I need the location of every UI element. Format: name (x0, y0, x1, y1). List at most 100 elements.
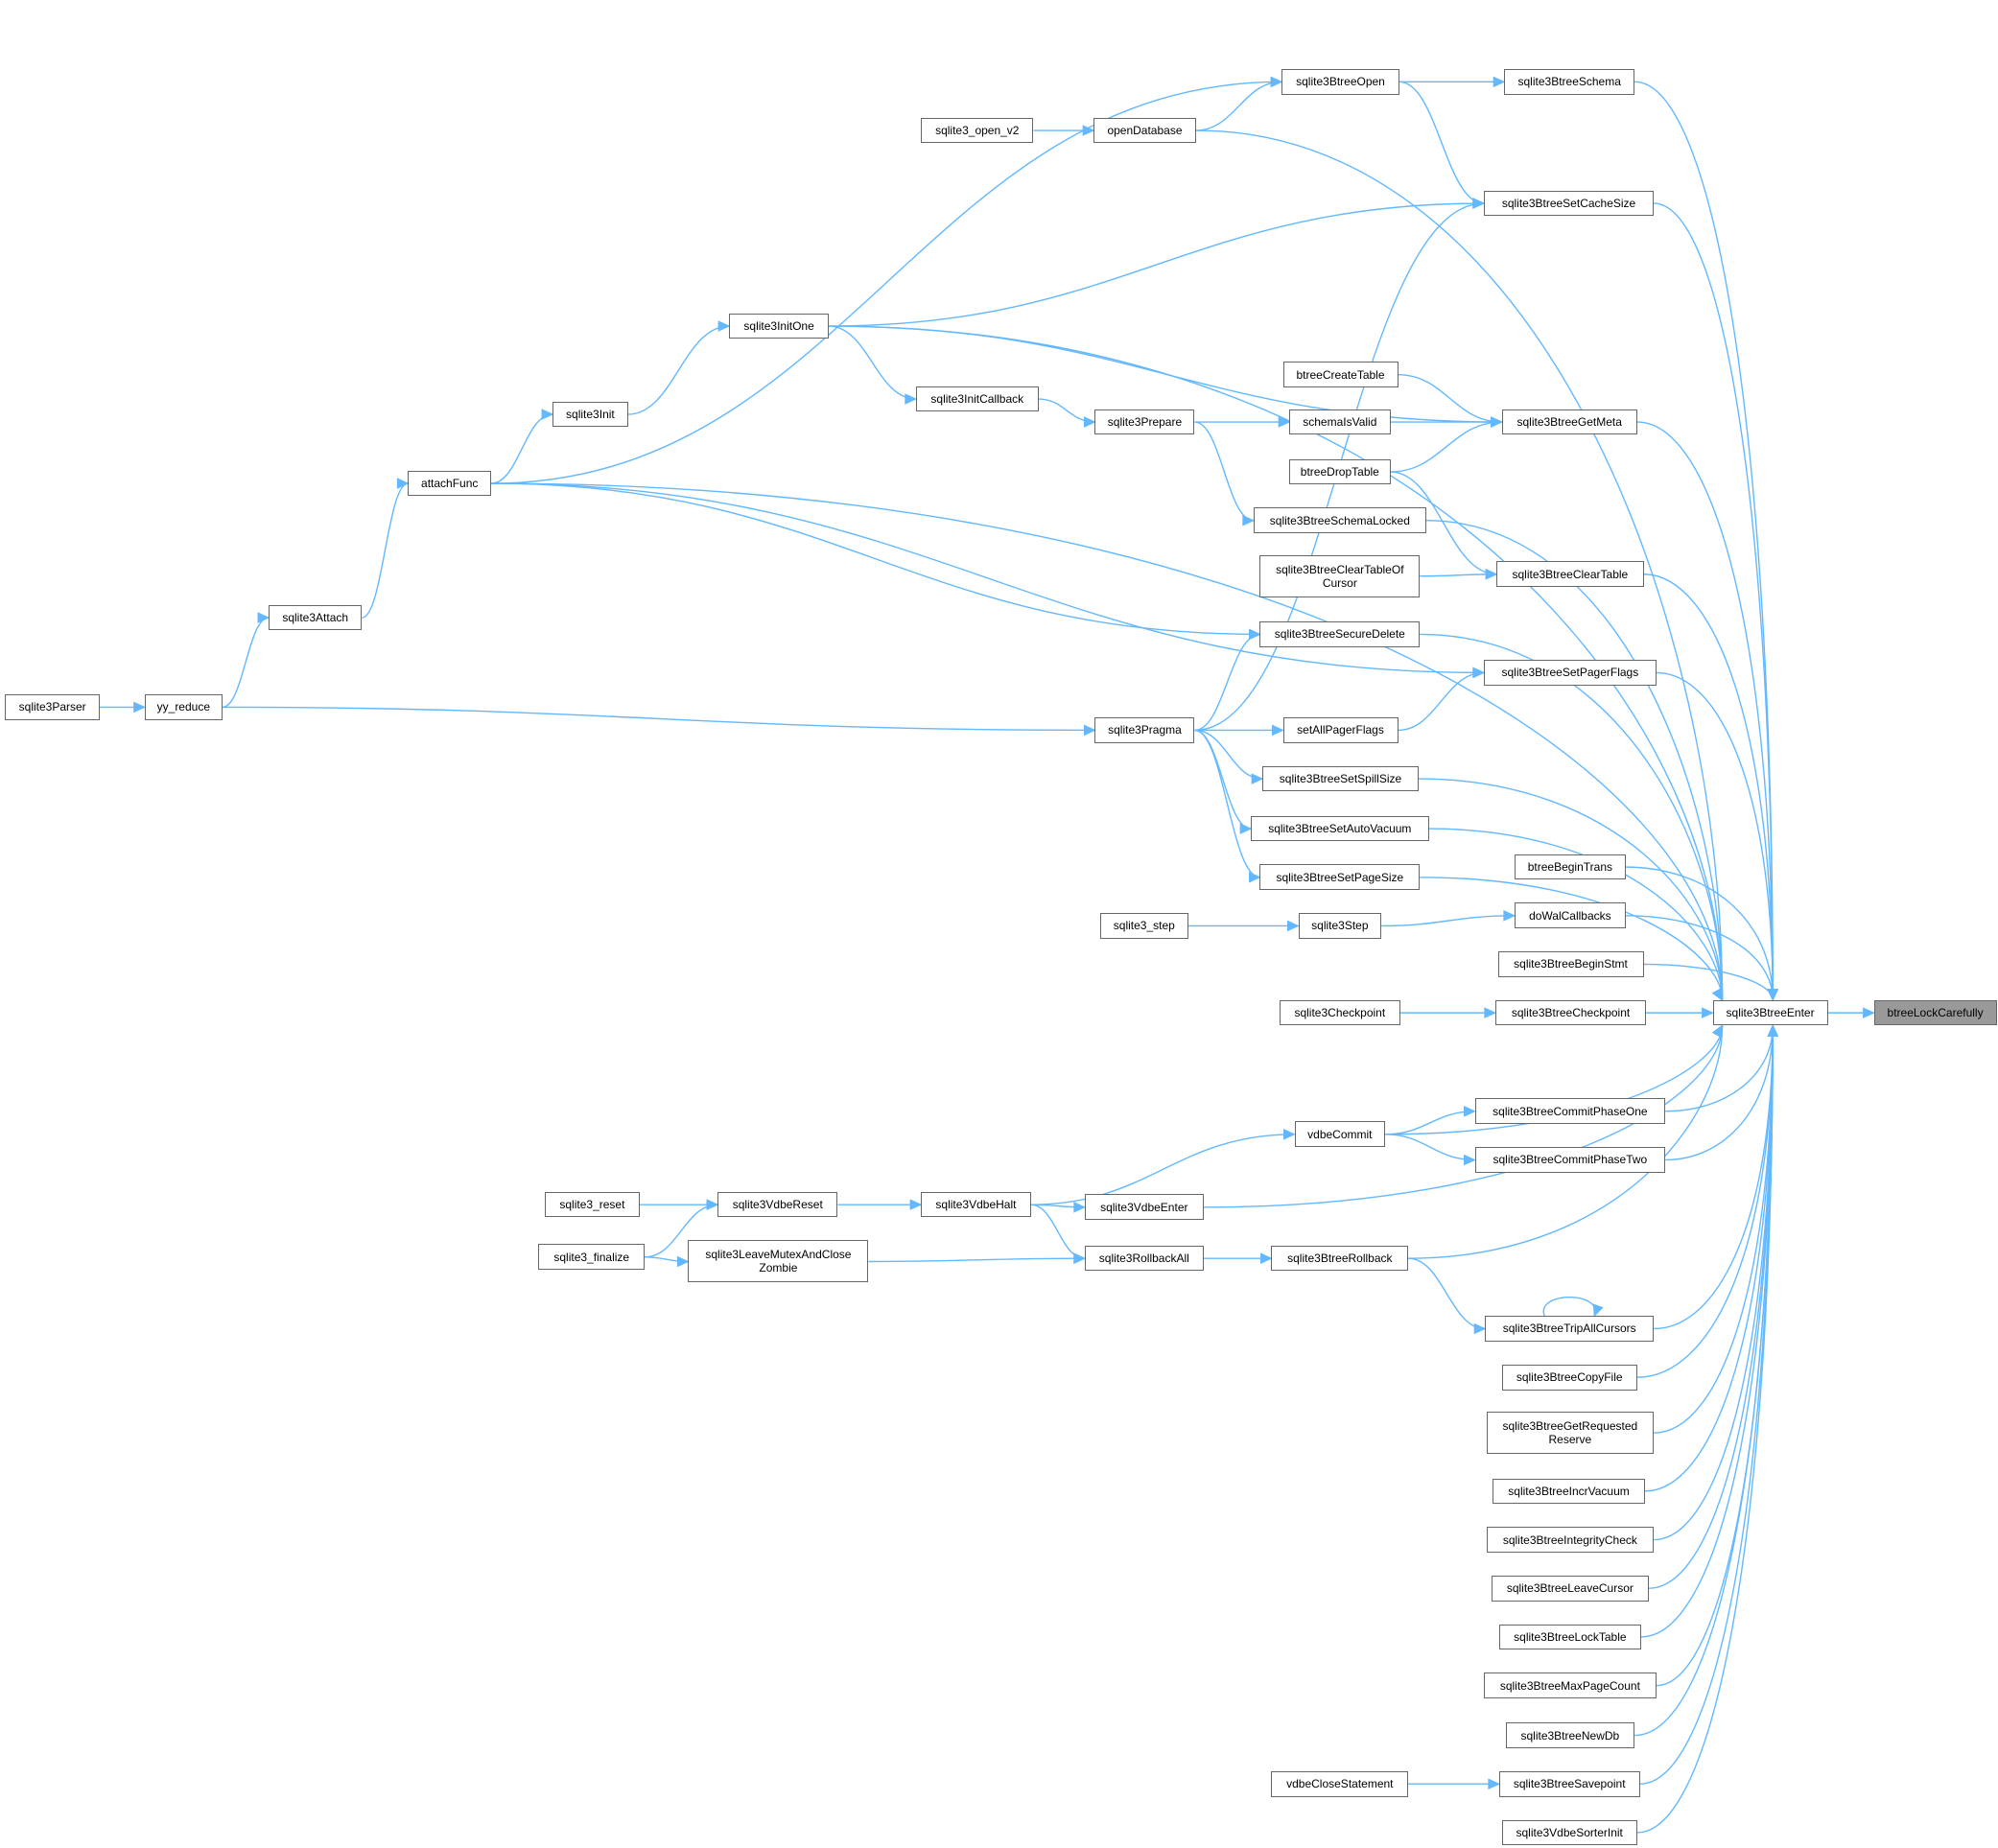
edge-sqlite3VdbeHalt-to-sqlite3RollbackAll (1030, 1204, 1085, 1259)
node-sqlite3BtreeEnter[interactable]: sqlite3BtreeEnter (1712, 999, 1828, 1026)
edge-vdbeCommit-to-sqlite3BtreeCommitPhaseOne (1385, 1111, 1475, 1135)
node-sqlite3InitOne[interactable]: sqlite3InitOne (729, 313, 830, 339)
edge-openDatabase-to-sqlite3BtreeOpen-arrowhead (1270, 76, 1283, 88)
node-sqlite3BtreeClearTableOfCursor[interactable]: sqlite3BtreeClearTableOf Cursor (1259, 554, 1421, 597)
node-doWalCallbacks[interactable]: doWalCallbacks (1514, 902, 1626, 929)
edge-sqlite3BtreeSetPageSize-to-sqlite3BtreeEnter-arrowhead (1711, 987, 1724, 1001)
edge-sqlite3VdbeHalt-to-vdbeCommit-arrowhead (1283, 1129, 1296, 1140)
node-schemaIsValid[interactable]: schemaIsValid (1289, 409, 1391, 435)
edge-sqlite3BtreeClearTableOfCursor-to-sqlite3BtreeClearTable-arrowhead (1485, 568, 1498, 580)
node-vdbeCloseStatement[interactable]: vdbeCloseStatement (1271, 1770, 1409, 1797)
node-sqlite3RollbackAll[interactable]: sqlite3RollbackAll (1084, 1245, 1204, 1272)
edge-sqlite3Parser-to-yy_reduce-arrowhead (133, 701, 146, 713)
edge-sqlite3_finalize-to-sqlite3LeaveMutexAndCloseZombie-arrowhead (676, 1255, 690, 1268)
edge-vdbeCloseStatement-to-sqlite3BtreeSavepoint-arrowhead (1488, 1778, 1501, 1790)
edge-doWalCallbacks-to-sqlite3BtreeEnter (1625, 915, 1774, 1000)
node-sqlite3Step[interactable]: sqlite3Step (1298, 913, 1382, 939)
node-sqlite3BtreeGetRequestedReserve[interactable]: sqlite3BtreeGetRequested Reserve (1486, 1412, 1655, 1455)
node-sqlite3_finalize[interactable]: sqlite3_finalize (538, 1244, 646, 1271)
node-sqlite3BtreeGetMeta[interactable]: sqlite3BtreeGetMeta (1501, 409, 1637, 435)
node-sqlite3BtreeMaxPageCount[interactable]: sqlite3BtreeMaxPageCount (1483, 1673, 1657, 1698)
edge-sqlite3BtreeRollback-to-sqlite3BtreeEnter (1408, 1025, 1724, 1259)
node-sqlite3VdbeReset[interactable]: sqlite3VdbeReset (717, 1191, 838, 1218)
edge-sqlite3InitOne-to-sqlite3InitCallback (829, 325, 916, 400)
node-sqlite3_reset[interactable]: sqlite3_reset (545, 1191, 640, 1218)
edge-btreeCreateTable-to-sqlite3BtreeGetMeta (1398, 374, 1502, 423)
edge-sqlite3Pragma-to-sqlite3BtreeSetPageSize-arrowhead (1248, 872, 1261, 883)
node-sqlite3BtreeSchema[interactable]: sqlite3BtreeSchema (1504, 69, 1635, 95)
edge-sqlite3VdbeReset-to-sqlite3VdbeHalt-arrowhead (909, 1199, 923, 1210)
node-sqlite3_open_v2[interactable]: sqlite3_open_v2 (921, 117, 1034, 144)
edge-sqlite3Pragma-to-sqlite3BtreeSetPageSize (1194, 729, 1260, 878)
node-sqlite3BtreeNewDb[interactable]: sqlite3BtreeNewDb (1505, 1722, 1635, 1748)
edge-sqlite3BtreeCommitPhaseTwo-to-sqlite3BtreeEnter (1665, 1025, 1774, 1161)
edge-sqlite3BtreeTripAllCursors-to-sqlite3BtreeTripAllCursors-arrowhead (1592, 1303, 1604, 1318)
node-sqlite3Prepare[interactable]: sqlite3Prepare (1094, 409, 1195, 435)
edge-sqlite3BtreeGetMeta-to-sqlite3BtreeEnter (1636, 421, 1774, 1000)
node-sqlite3Pragma[interactable]: sqlite3Pragma (1094, 717, 1195, 743)
node-sqlite3VdbeHalt[interactable]: sqlite3VdbeHalt (921, 1191, 1031, 1218)
edge-sqlite3Step-to-doWalCallbacks-arrowhead (1503, 910, 1516, 922)
node-openDatabase[interactable]: openDatabase (1093, 117, 1196, 144)
edge-sqlite3Pragma-to-sqlite3BtreeSetSpillSize-arrowhead (1251, 773, 1264, 784)
node-sqlite3VdbeSorterInit[interactable]: sqlite3VdbeSorterInit (1501, 1819, 1637, 1846)
node-sqlite3BtreeCopyFile[interactable]: sqlite3BtreeCopyFile (1501, 1364, 1637, 1391)
edge-sqlite3BtreeClearTable-to-sqlite3BtreeEnter (1643, 573, 1774, 1000)
edge-sqlite3InitCallback-to-sqlite3Prepare-arrowhead (1083, 416, 1096, 428)
edge-btreeBeginTrans-to-sqlite3BtreeEnter (1625, 866, 1774, 1000)
node-sqlite3BtreeCommitPhaseOne[interactable]: sqlite3BtreeCommitPhaseOne (1474, 1098, 1666, 1125)
edge-sqlite3VdbeSorterInit-to-sqlite3BtreeEnter-arrowhead (1767, 1024, 1779, 1037)
node-sqlite3BtreeSavepoint[interactable]: sqlite3BtreeSavepoint (1498, 1770, 1640, 1797)
node-yy_reduce[interactable]: yy_reduce (144, 694, 223, 720)
node-sqlite3LeaveMutexAndCloseZombie[interactable]: sqlite3LeaveMutexAndClose Zombie (688, 1240, 869, 1283)
edge-sqlite3BtreeCheckpoint-to-sqlite3BtreeEnter-arrowhead (1702, 1007, 1714, 1018)
edge-btreeDropTable-to-sqlite3BtreeClearTable (1390, 471, 1497, 575)
node-btreeCreateTable[interactable]: btreeCreateTable (1282, 362, 1399, 388)
edge-sqlite3Attach-to-attachFunc-arrowhead (396, 478, 410, 489)
node-sqlite3BtreeIntegrityCheck[interactable]: sqlite3BtreeIntegrityCheck (1486, 1527, 1655, 1553)
node-sqlite3_step[interactable]: sqlite3_step (1099, 913, 1188, 939)
node-sqlite3BtreeRollback[interactable]: sqlite3BtreeRollback (1271, 1245, 1409, 1272)
node-sqlite3InitCallback[interactable]: sqlite3InitCallback (915, 386, 1039, 412)
edge-sqlite3BtreeOpen-to-sqlite3BtreeSchema-arrowhead (1493, 76, 1506, 88)
node-sqlite3BtreeCommitPhaseTwo[interactable]: sqlite3BtreeCommitPhaseTwo (1474, 1147, 1666, 1173)
node-sqlite3Init[interactable]: sqlite3Init (552, 401, 628, 428)
node-sqlite3BtreeCheckpoint[interactable]: sqlite3BtreeCheckpoint (1494, 999, 1647, 1026)
edge-sqlite3InitOne-to-sqlite3InitCallback-arrowhead (905, 393, 917, 405)
node-sqlite3BtreeLeaveCursor[interactable]: sqlite3BtreeLeaveCursor (1491, 1575, 1649, 1602)
node-sqlite3BtreeIncrVacuum[interactable]: sqlite3BtreeIncrVacuum (1493, 1478, 1645, 1505)
node-vdbeCommit[interactable]: vdbeCommit (1294, 1121, 1386, 1148)
node-sqlite3BtreeSetSpillSize[interactable]: sqlite3BtreeSetSpillSize (1262, 765, 1419, 792)
node-sqlite3BtreeOpen[interactable]: sqlite3BtreeOpen (1281, 69, 1399, 95)
edge-vdbeCommit-to-sqlite3BtreeCommitPhaseTwo (1385, 1134, 1475, 1161)
edge-sqlite3BtreeSecureDelete-to-sqlite3BtreeEnter (1420, 633, 1724, 1000)
node-attachFunc[interactable]: attachFunc (408, 470, 492, 497)
edge-vdbeCommit-to-sqlite3BtreeCommitPhaseOne-arrowhead (1464, 1106, 1476, 1117)
node-sqlite3BtreeLockTable[interactable]: sqlite3BtreeLockTable (1498, 1624, 1641, 1650)
node-sqlite3BtreeSetCacheSize[interactable]: sqlite3BtreeSetCacheSize (1483, 190, 1655, 217)
node-sqlite3BtreeTripAllCursors[interactable]: sqlite3BtreeTripAllCursors (1485, 1316, 1655, 1342)
node-sqlite3BtreeSetPageSize[interactable]: sqlite3BtreeSetPageSize (1259, 864, 1421, 891)
node-sqlite3BtreeSetPagerFlags[interactable]: sqlite3BtreeSetPagerFlags (1483, 660, 1657, 686)
edge-sqlite3BtreeSetPagerFlags-to-sqlite3BtreeEnter (1656, 671, 1774, 1000)
edge-sqlite3VdbeHalt-to-vdbeCommit (1030, 1134, 1295, 1205)
node-setAllPagerFlags[interactable]: setAllPagerFlags (1282, 717, 1399, 743)
node-sqlite3Attach[interactable]: sqlite3Attach (269, 604, 363, 631)
node-sqlite3Parser[interactable]: sqlite3Parser (5, 694, 100, 720)
node-sqlite3BtreeSetAutoVacuum[interactable]: sqlite3BtreeSetAutoVacuum (1251, 815, 1429, 842)
node-sqlite3Checkpoint[interactable]: sqlite3Checkpoint (1279, 999, 1401, 1026)
node-sqlite3BtreeBeginStmt[interactable]: sqlite3BtreeBeginStmt (1497, 951, 1644, 977)
edge-yy_reduce-to-sqlite3Pragma (223, 706, 1095, 732)
node-sqlite3BtreeSecureDelete[interactable]: sqlite3BtreeSecureDelete (1259, 621, 1421, 647)
node-btreeBeginTrans[interactable]: btreeBeginTrans (1514, 854, 1626, 880)
node-btreeDropTable[interactable]: btreeDropTable (1289, 458, 1391, 485)
edge-sqlite3BtreeEnter-to-btreeLockCarefully-arrowhead (1863, 1007, 1875, 1018)
edge-sqlite3BtreeSavepoint-to-sqlite3BtreeEnter (1639, 1025, 1774, 1785)
node-sqlite3VdbeEnter[interactable]: sqlite3VdbeEnter (1084, 1194, 1204, 1221)
node-sqlite3BtreeSchemaLocked[interactable]: sqlite3BtreeSchemaLocked (1253, 507, 1426, 534)
node-sqlite3BtreeClearTable[interactable]: sqlite3BtreeClearTable (1496, 561, 1644, 588)
edge-sqlite3Step-to-doWalCallbacks (1381, 915, 1515, 927)
edge-yy_reduce-to-sqlite3Attach (222, 617, 270, 709)
edge-sqlite3BtreeLeaveCursor-to-sqlite3BtreeEnter (1648, 1025, 1774, 1589)
